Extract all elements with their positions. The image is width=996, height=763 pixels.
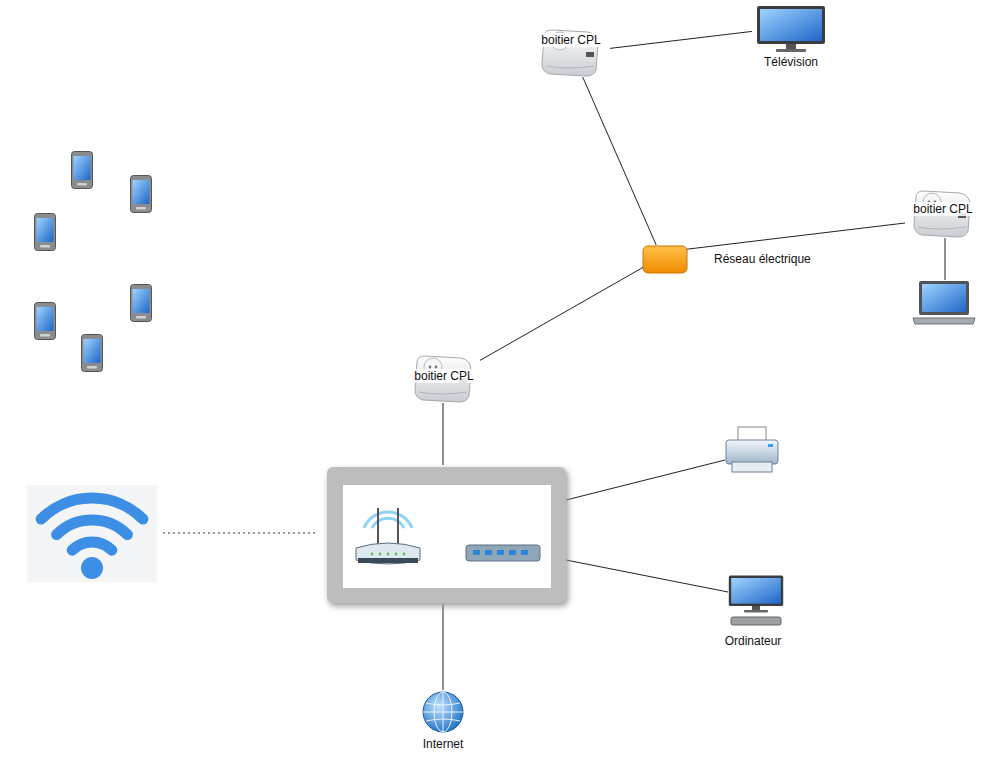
network-node: Internet: [410, 690, 476, 752]
node-label: Télévision: [762, 55, 820, 69]
network-node: boitier CPL: [408, 350, 480, 402]
cable-line: [610, 31, 752, 48]
network-node: boitier CPL: [532, 25, 610, 77]
network-node: Télévision: [752, 5, 830, 71]
laptop-icon: [913, 281, 975, 324]
network-node: Réseau électrique: [643, 245, 687, 273]
cable-line: [480, 267, 643, 360]
computer-icon: [729, 576, 783, 625]
node-label: boitier CPL: [412, 369, 475, 383]
node-label: Ordinateur: [723, 634, 784, 648]
wireless-link: [163, 532, 318, 533]
node-label: boitier CPL: [539, 33, 602, 47]
node-label: Internet: [421, 737, 466, 751]
wifi-symbol: [27, 485, 157, 582]
node-label: boitier CPL: [911, 202, 974, 216]
network-node: Ordinateur: [716, 572, 790, 650]
television-icon: [757, 6, 825, 52]
phone-icon: [35, 152, 152, 372]
cable-line: [687, 223, 905, 249]
network-node: boitier CPL: [905, 188, 981, 238]
wire: [443, 238, 945, 690]
router-box: [327, 467, 568, 606]
power-network-box: [643, 246, 687, 273]
printer-icon: [726, 427, 778, 472]
node-label: Réseau électrique: [712, 252, 813, 266]
globe-icon: [423, 692, 463, 732]
cable-line: [583, 77, 657, 245]
